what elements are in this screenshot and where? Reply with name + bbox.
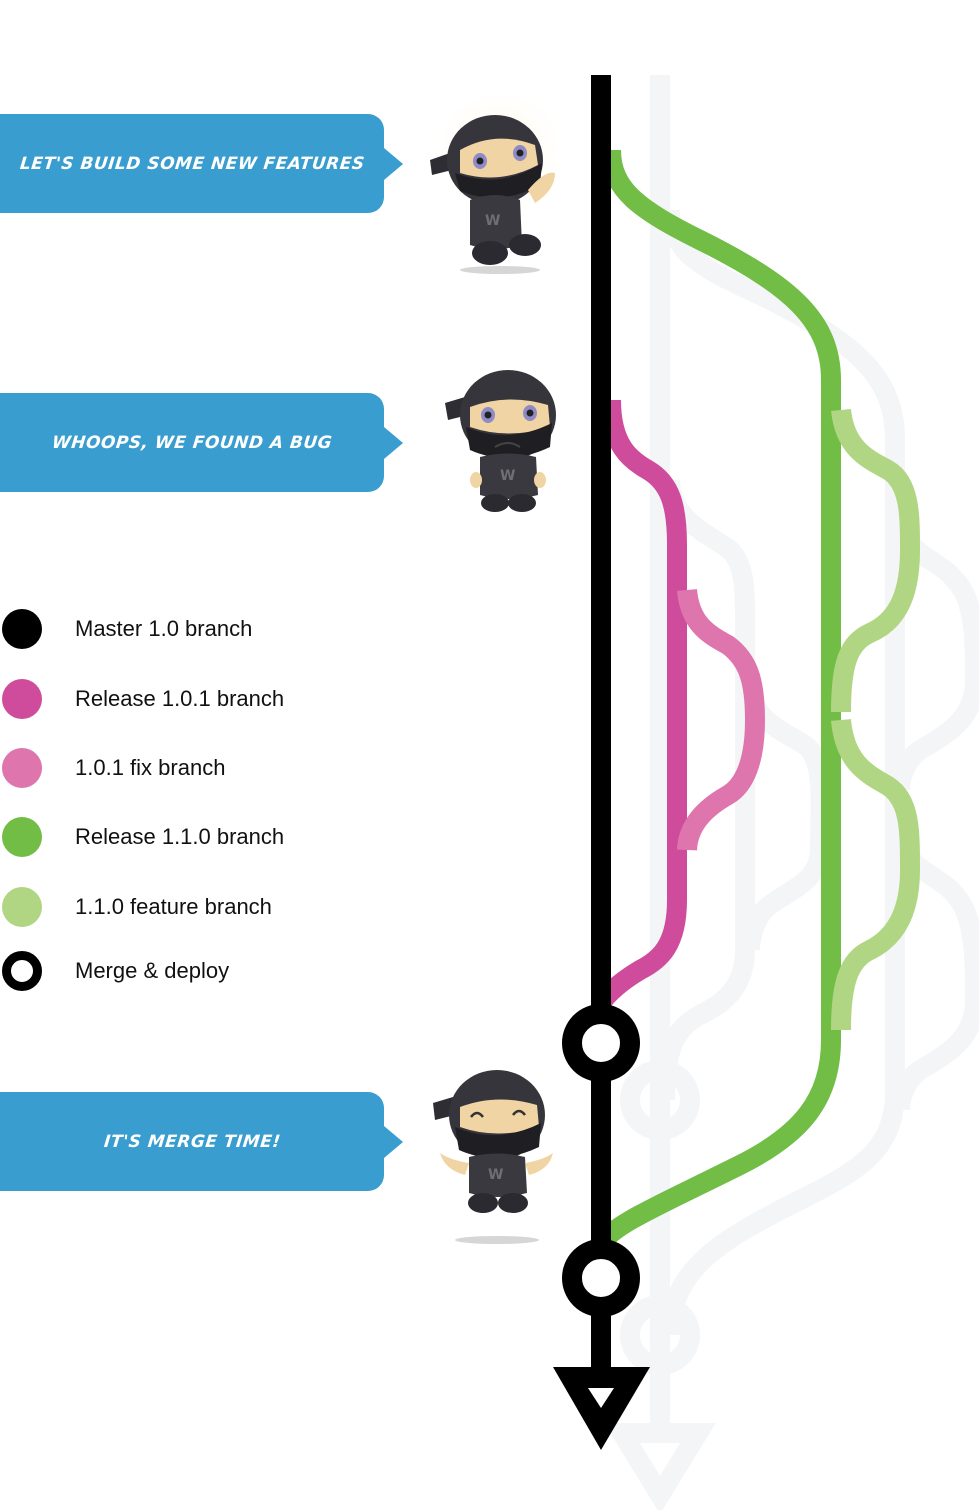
speech-bubble-found-bug: Whoops, we found a bug (0, 393, 403, 492)
ninja-mascot-happy-icon: W (433, 1070, 553, 1244)
legend-item-release-110: Release 1.1.0 branch (2, 817, 284, 857)
shadow-release-110 (660, 209, 905, 1336)
shadow-merge-node-1 (620, 1060, 700, 1140)
legend-item-feature-110: 1.1.0 feature branch (2, 887, 272, 927)
bubble-text: Let's build some new features (18, 153, 366, 174)
legend-dot-light-green-icon (2, 887, 42, 927)
branch-fix-101 (677, 588, 766, 852)
legend-item-master: Master 1.0 branch (2, 609, 252, 649)
branch-release-101 (590, 399, 687, 1010)
legend-dot-black-icon (2, 609, 42, 649)
shadow-arrow-head (604, 1423, 716, 1510)
legend-dot-green-icon (2, 817, 42, 857)
merge-node-2 (562, 1239, 640, 1317)
shadow-fix-101 (740, 687, 831, 951)
legend-item-fix-101: 1.0.1 fix branch (2, 748, 225, 788)
ninja-mascot-sad-icon: W (445, 370, 556, 512)
legend-ring-merge-icon (2, 951, 42, 991)
legend-item-merge-deploy: Merge & deploy (2, 951, 229, 991)
speech-bubble-merge-time: It's merge time! (0, 1092, 403, 1191)
legend-label: Release 1.0.1 branch (75, 686, 285, 711)
legend-dot-pink-icon (2, 679, 42, 719)
ninja-mascot-determined-icon: W (430, 95, 570, 274)
legend-label: Master 1.0 branch (75, 616, 253, 641)
bubble-text: It's merge time! (102, 1131, 282, 1152)
shadow-feature-110-a (890, 517, 979, 791)
legend-item-release-101: Release 1.0.1 branch (2, 679, 284, 719)
branch-release-110 (592, 149, 841, 1251)
svg-text:W: W (485, 213, 500, 229)
shadow-feature-110-b (890, 832, 979, 1111)
bubble-text: Whoops, we found a bug (50, 432, 334, 453)
svg-text:W: W (500, 468, 515, 484)
legend-label: 1.0.1 fix branch (75, 755, 226, 780)
master-arrow-head (553, 1367, 650, 1450)
legend-label: 1.1.0 feature branch (75, 894, 272, 919)
merge-node-1 (562, 1004, 640, 1082)
branch-feature-110-a (831, 408, 921, 713)
legend-dot-light-pink-icon (2, 748, 42, 788)
legend-label: Merge & deploy (75, 958, 230, 983)
speech-bubble-new-features: Let's build some new features (0, 114, 403, 213)
legend-label: Release 1.1.0 branch (75, 824, 285, 849)
shadow-merge-node-2 (620, 1295, 700, 1375)
branch-feature-110-b (831, 718, 921, 1031)
svg-text:W: W (488, 1167, 503, 1183)
master-arrow-head-inner (588, 1388, 614, 1408)
